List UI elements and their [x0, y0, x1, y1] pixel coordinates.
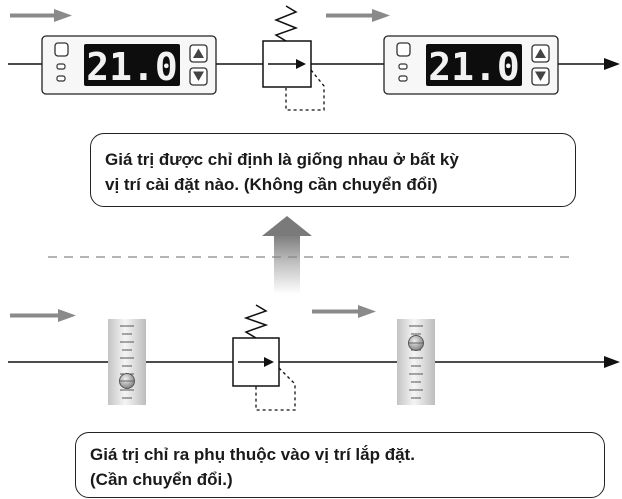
callout-same-value-message: Giá trị được chỉ định là giống nhau ở bấ… [90, 133, 576, 207]
sensor-display-right: 21.0 [428, 45, 520, 89]
triangle-down-icon [189, 67, 208, 86]
triangle-up-icon [189, 44, 208, 63]
digital-flow-sensor-left: 21.0 [41, 35, 217, 95]
triangle-down-icon [531, 67, 550, 86]
callout-position-dependent-message: Giá trị chỉ ra phụ thuộc vào vị trí lắp … [75, 432, 605, 498]
callout-bottom-line2: (Cần chuyển đổi.) [90, 470, 233, 489]
flow-direction-arrow-top-right [326, 9, 390, 22]
flow-direction-arrow-top-left [10, 9, 72, 22]
sensor-display-left: 21.0 [86, 45, 178, 89]
pipe-end-arrow-bottom [604, 356, 620, 368]
float-flowmeter-left [108, 319, 146, 405]
flow-direction-arrow-bottom-left [10, 309, 76, 322]
flow-direction-arrow-bottom-right [312, 305, 376, 318]
digital-flow-sensor-right: 21.0 [383, 35, 559, 95]
triangle-up-icon [531, 44, 550, 63]
pipe-end-arrow-top [604, 58, 620, 70]
callout-top-line1: Giá trị được chỉ định là giống nhau ở bấ… [105, 150, 459, 169]
pressure-regulator-top [262, 5, 325, 111]
callout-top-line2: vị trí cài đặt nào. (Không cần chuyển đổ… [105, 175, 438, 194]
float-flowmeter-right [397, 319, 435, 405]
upward-transition-arrow [262, 216, 312, 294]
callout-bottom-line1: Giá trị chỉ ra phụ thuộc vào vị trí lắp … [90, 445, 415, 464]
pressure-regulator-bottom [232, 304, 296, 411]
